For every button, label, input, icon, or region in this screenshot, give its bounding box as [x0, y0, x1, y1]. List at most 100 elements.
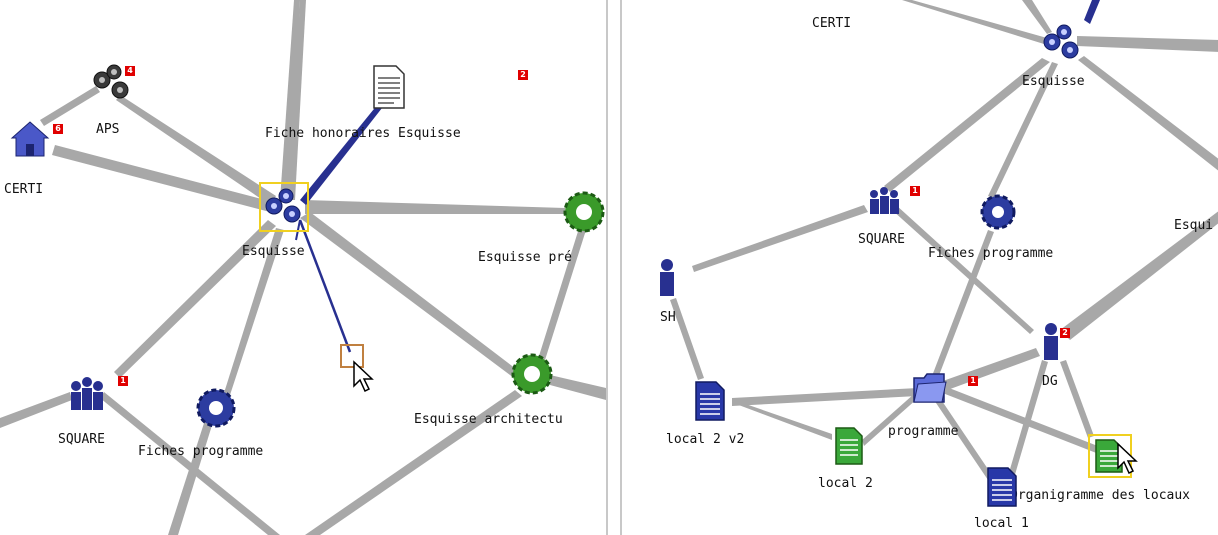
edge-r-dg-local1 [1008, 360, 1048, 478]
edge-esquisse-square [114, 220, 276, 378]
edge-r-dg-esqui [1060, 211, 1218, 340]
r-esquisse-label: Esquisse [1022, 74, 1085, 89]
organigramme-label: Organigramme des locaux [1010, 488, 1191, 503]
esquisse-archi-label: Esquisse architectu [414, 412, 563, 427]
document-icon [373, 65, 405, 109]
square-badge: 1 [118, 376, 128, 386]
edge-r-prog-dg [940, 348, 1040, 392]
fiches-programme-label: Fiches programme [138, 444, 264, 459]
r-square-badge: 1 [910, 186, 920, 196]
edge-top-extra [289, 0, 306, 200]
dg-node[interactable] [1040, 322, 1062, 366]
local2-label: local 2 [818, 476, 873, 491]
edge-r-dg-organi [1060, 360, 1094, 438]
edge-esquisse-top [280, 0, 300, 200]
certi-node[interactable] [10, 120, 50, 162]
folder-icon [913, 373, 947, 403]
gear-icon [511, 353, 553, 395]
document-icon [695, 381, 725, 421]
document-icon [987, 467, 1017, 507]
edge-archi-right [550, 375, 606, 400]
sh-node[interactable] [656, 258, 678, 302]
edge-certi-aps [40, 86, 100, 126]
edge-r-square-sh [692, 205, 868, 272]
edge-r-square-dg [892, 205, 1034, 334]
cursor-icon [353, 360, 374, 393]
edge-esquisse-certi [52, 145, 273, 212]
r-fiches-node[interactable] [978, 192, 1018, 236]
local2v2-label: local 2 v2 [666, 432, 745, 447]
edge-selected-fiche [300, 104, 382, 205]
programme-label: programme [888, 424, 959, 439]
edge-r-sh-local2v2 [670, 298, 704, 380]
esquisse-prel-label: Esquisse pré [478, 250, 572, 265]
graph-view-right[interactable]: CERTI Esquisse Esqui 1 SQUARE Fiches pro… [620, 0, 1218, 535]
local2-node[interactable] [834, 426, 864, 470]
cursor-icon [1117, 442, 1138, 475]
edges-right [670, 0, 1218, 480]
document-icon [835, 427, 863, 465]
top-badge: 2 [518, 70, 528, 80]
esquisse-node[interactable] [262, 186, 304, 230]
organigramme-node[interactable] [1094, 438, 1124, 478]
edge-selected-cursor [298, 219, 352, 353]
edge-esquisse-fiches [224, 228, 284, 395]
gear-icon [196, 388, 236, 428]
r-square-label: SQUARE [858, 232, 905, 247]
person-icon [1044, 323, 1058, 360]
edges-left [0, 0, 606, 535]
r-esquisse-node[interactable] [1040, 22, 1082, 66]
local1-node[interactable] [986, 466, 1018, 512]
local2v2-node[interactable] [694, 380, 726, 426]
edge-r-prog-local1 [934, 398, 994, 480]
target-box[interactable] [340, 344, 364, 368]
edge-r-fiches-prog [932, 230, 994, 378]
programme-badge: 1 [968, 376, 978, 386]
gears-icon [1043, 24, 1079, 59]
edge-r-esq-right [1077, 36, 1218, 52]
edge-r-selected [1084, 0, 1100, 24]
r-square-node[interactable] [866, 186, 902, 222]
fiche-honoraires-label: Fiche honoraires Esquisse [265, 126, 461, 141]
sh-label: SH [660, 310, 676, 325]
gear-icon [563, 191, 605, 233]
aps-label: APS [96, 122, 120, 137]
edge-square-bottom [100, 392, 280, 535]
certi-label: CERTI [4, 182, 44, 197]
edge-fiches-bottom [168, 420, 213, 535]
r-certi-label: CERTI [812, 16, 852, 31]
house-icon [10, 121, 50, 157]
edge-esquisse-archi [300, 212, 520, 378]
edge-prel-archi [539, 225, 586, 360]
edge-esquisse-aps [116, 95, 276, 205]
person-icon [660, 259, 674, 296]
edge-r-esq-square [884, 58, 1050, 192]
gear-icon [980, 194, 1016, 230]
programme-node[interactable] [912, 372, 948, 410]
esquisse-selection [259, 182, 309, 232]
fiches-programme-node[interactable] [194, 386, 238, 434]
esquisse-archi-node[interactable] [510, 352, 554, 400]
esquisse-label: Esquisse [242, 244, 305, 259]
edge-esquisse-prel [305, 200, 565, 214]
edge-square-left [0, 392, 72, 428]
panel-divider [608, 0, 620, 535]
fiche-honoraires-node[interactable] [372, 64, 406, 114]
edge-archi-bottom [305, 390, 522, 535]
edge-r-local2v2-local2 [734, 400, 832, 440]
edge-r-esq-far [1078, 56, 1218, 171]
r-fiches-label: Fiches programme [928, 246, 1054, 261]
graph-view-left[interactable]: 4 APS 6 CERTI Fiche honoraires Esquisse … [0, 0, 608, 535]
esquisse-prel-node[interactable] [562, 190, 606, 238]
dg-label: DG [1042, 374, 1058, 389]
gears-icon [93, 64, 129, 99]
square-label: SQUARE [58, 432, 105, 447]
local1-label: local 1 [974, 516, 1029, 531]
aps-badge: 4 [125, 66, 135, 76]
edge-r-prog-organi [940, 386, 1108, 456]
aps-node[interactable] [90, 62, 134, 106]
square-node[interactable] [66, 376, 108, 418]
r-esquisse-cut-label: Esqui [1174, 218, 1214, 233]
edge-r-esq-fiches [988, 62, 1058, 198]
edge-r-local2-prog [862, 394, 918, 446]
